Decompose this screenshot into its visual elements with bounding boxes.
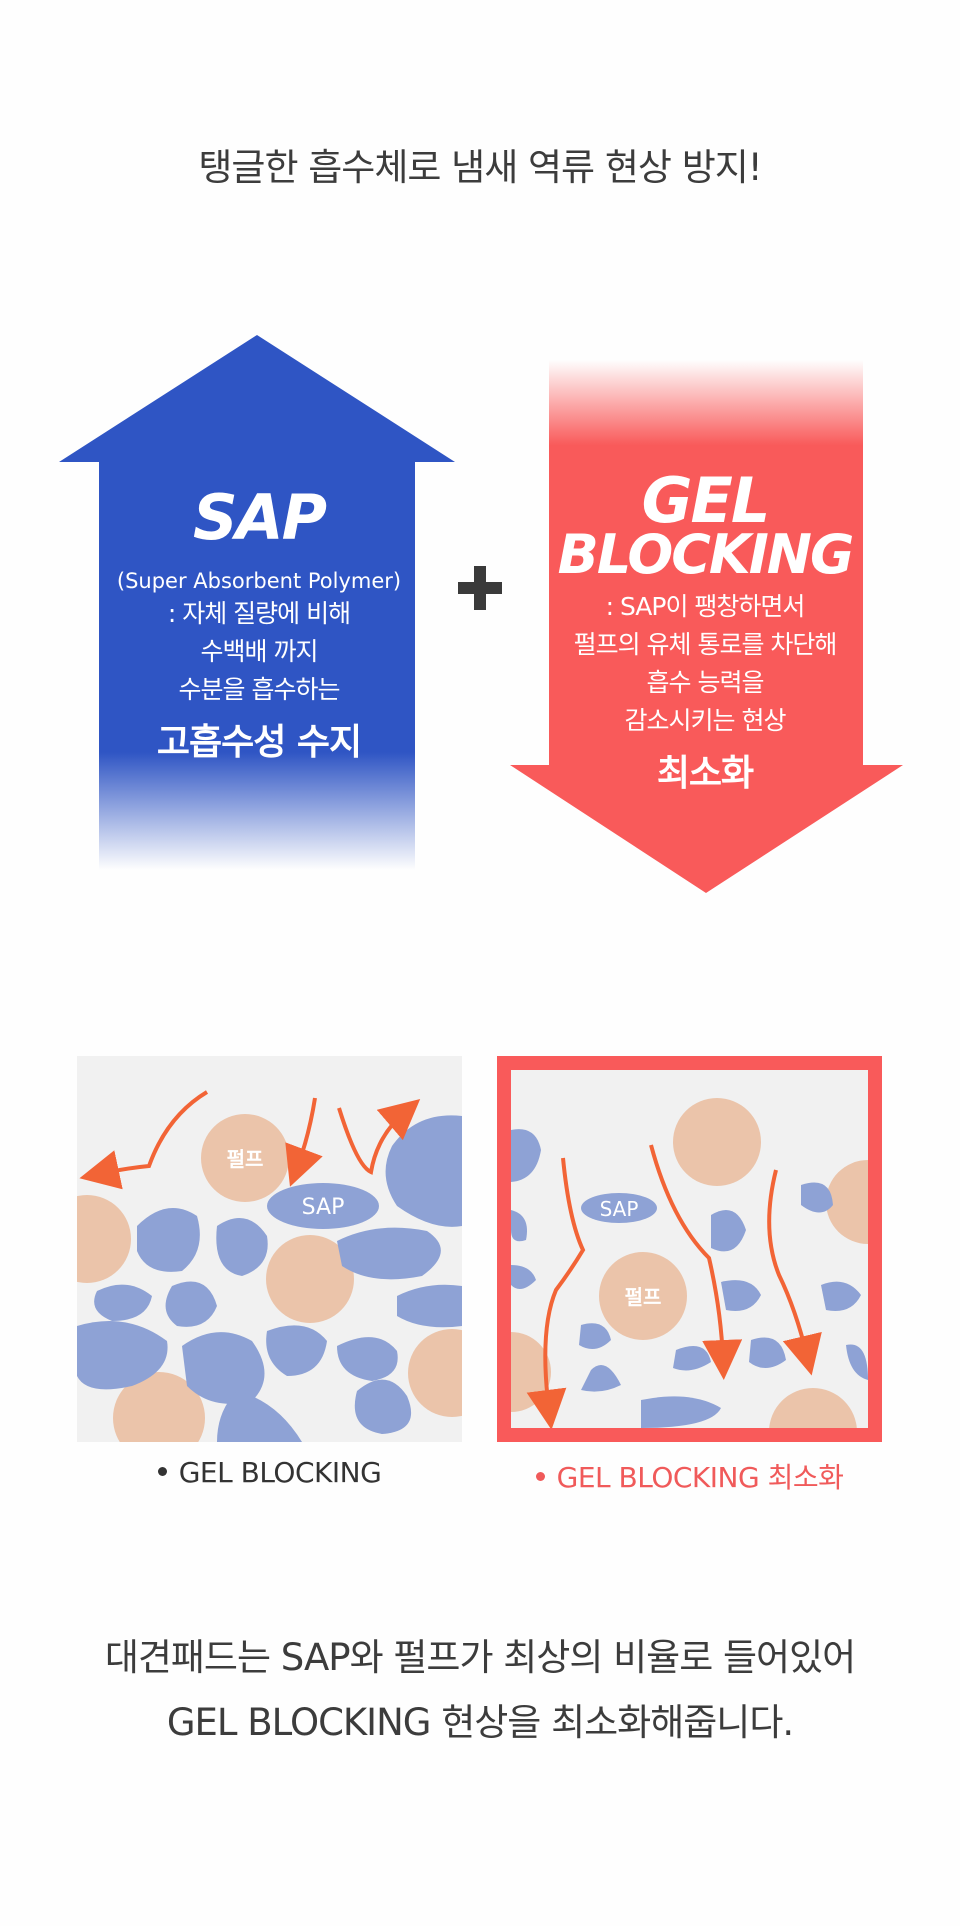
pulp-circle bbox=[113, 1372, 205, 1442]
sap-blob bbox=[711, 1210, 746, 1252]
flow-arrow bbox=[526, 1157, 586, 1428]
pulp-circle bbox=[201, 1114, 289, 1202]
sap-blob bbox=[337, 1227, 441, 1280]
sap-blob bbox=[673, 1346, 711, 1371]
pulp-circle bbox=[408, 1329, 462, 1417]
sap-blob bbox=[579, 1323, 611, 1349]
sap-blob bbox=[581, 1193, 657, 1223]
caption-right-text: GEL BLOCKING 최소화 bbox=[556, 1461, 844, 1494]
gel-down-arrow bbox=[510, 360, 903, 893]
pulp-label: 펄프 bbox=[227, 1147, 264, 1171]
sap-blob bbox=[354, 1379, 412, 1434]
sap-blob bbox=[385, 1115, 462, 1227]
gel-blocking-minimized-diagram: SAP 펄프 bbox=[497, 1056, 882, 1442]
sap-blob bbox=[397, 1284, 462, 1328]
sap-blob bbox=[511, 1210, 527, 1242]
sap-blob bbox=[821, 1281, 861, 1311]
caption-gel-blocking: GEL BLOCKING bbox=[77, 1456, 462, 1489]
sap-blob bbox=[267, 1183, 379, 1229]
footer-line-1: 대견패드는 SAP와 펄프가 최상의 비율로 들어있어 bbox=[104, 1636, 856, 1679]
sap-blob bbox=[801, 1182, 833, 1213]
arrows-graphic bbox=[59, 335, 903, 893]
sap-blob bbox=[94, 1284, 152, 1321]
gel-line-1: : SAP이 팽창하면서 bbox=[605, 592, 806, 621]
sap-subtitle: (Super Absorbent Polymer) bbox=[116, 569, 402, 593]
gel-line-3: 흡수 능력을 bbox=[646, 668, 765, 697]
sap-blob bbox=[511, 1129, 541, 1182]
footer-line-2: GEL BLOCKING 현상을 최소화해줍니다. bbox=[166, 1701, 794, 1744]
pulp-circle bbox=[769, 1388, 857, 1428]
sap-emphasis: 고흡수성 수지 bbox=[156, 722, 362, 763]
gel-title-line1: GEL bbox=[641, 464, 771, 537]
sap-blob bbox=[137, 1208, 200, 1272]
sap-blob bbox=[749, 1337, 786, 1369]
sap-blob bbox=[182, 1332, 265, 1404]
sap-text-block: SAP (Super Absorbent Polymer) : 자체 질량에 비… bbox=[59, 487, 459, 765]
sap-blob bbox=[721, 1280, 761, 1311]
pulp-circle bbox=[673, 1098, 761, 1186]
sap-line-3: 수분을 흡수하는 bbox=[178, 675, 341, 704]
sap-blob bbox=[581, 1365, 621, 1392]
sap-blob bbox=[641, 1396, 721, 1428]
sap-label: SAP bbox=[600, 1197, 639, 1221]
pulp-circle bbox=[266, 1235, 354, 1323]
bullet-icon bbox=[535, 1471, 545, 1481]
plus-icon bbox=[458, 566, 502, 610]
sap-blob bbox=[165, 1281, 217, 1327]
sap-blob bbox=[511, 1265, 536, 1289]
sap-blob bbox=[77, 1321, 168, 1390]
sap-blob bbox=[216, 1218, 268, 1276]
sap-line-2: 수백배 까지 bbox=[200, 637, 319, 666]
gel-emphasis: 최소화 bbox=[656, 753, 754, 794]
caption-left-text: GEL BLOCKING bbox=[178, 1456, 382, 1489]
gel-text-block: GEL BLOCKING : SAP이 팽창하면서 펄프의 유체 통로를 차단해… bbox=[505, 470, 905, 796]
footer-text: 대견패드는 SAP와 펄프가 최상의 비율로 들어있어 GEL BLOCKING… bbox=[0, 1625, 960, 1755]
sap-title: SAP bbox=[192, 481, 327, 554]
sap-blob bbox=[337, 1337, 398, 1381]
gel-blocking-diagram: 펄프 SAP bbox=[77, 1056, 462, 1442]
pulp-circle bbox=[77, 1195, 131, 1283]
page-headline: 탱글한 흡수체로 냄새 역류 현상 방지! bbox=[198, 146, 762, 189]
gel-line-4: 감소시키는 현상 bbox=[624, 706, 787, 735]
flow-arrow bbox=[79, 1090, 209, 1190]
sap-blob bbox=[846, 1344, 868, 1380]
sap-label: SAP bbox=[302, 1195, 345, 1220]
flow-arrow bbox=[285, 1097, 323, 1187]
sap-blob bbox=[266, 1325, 327, 1376]
flow-arrow bbox=[337, 1098, 421, 1175]
flow-arrow bbox=[767, 1169, 822, 1376]
caption-gel-blocking-minimized: GEL BLOCKING 최소화 bbox=[497, 1456, 882, 1496]
sap-line-1: : 자체 질량에 비해 bbox=[167, 599, 351, 628]
pulp-circle bbox=[599, 1252, 687, 1340]
flow-arrow bbox=[649, 1144, 743, 1380]
sap-blob bbox=[217, 1391, 302, 1442]
gel-line-2: 펄프의 유체 통로를 차단해 bbox=[573, 630, 838, 659]
bullet-icon bbox=[157, 1466, 167, 1476]
sap-up-arrow bbox=[59, 335, 455, 870]
gel-title-line2: BLOCKING bbox=[557, 523, 855, 586]
pulp-label: 펄프 bbox=[625, 1285, 662, 1309]
pulp-circle bbox=[826, 1160, 868, 1244]
